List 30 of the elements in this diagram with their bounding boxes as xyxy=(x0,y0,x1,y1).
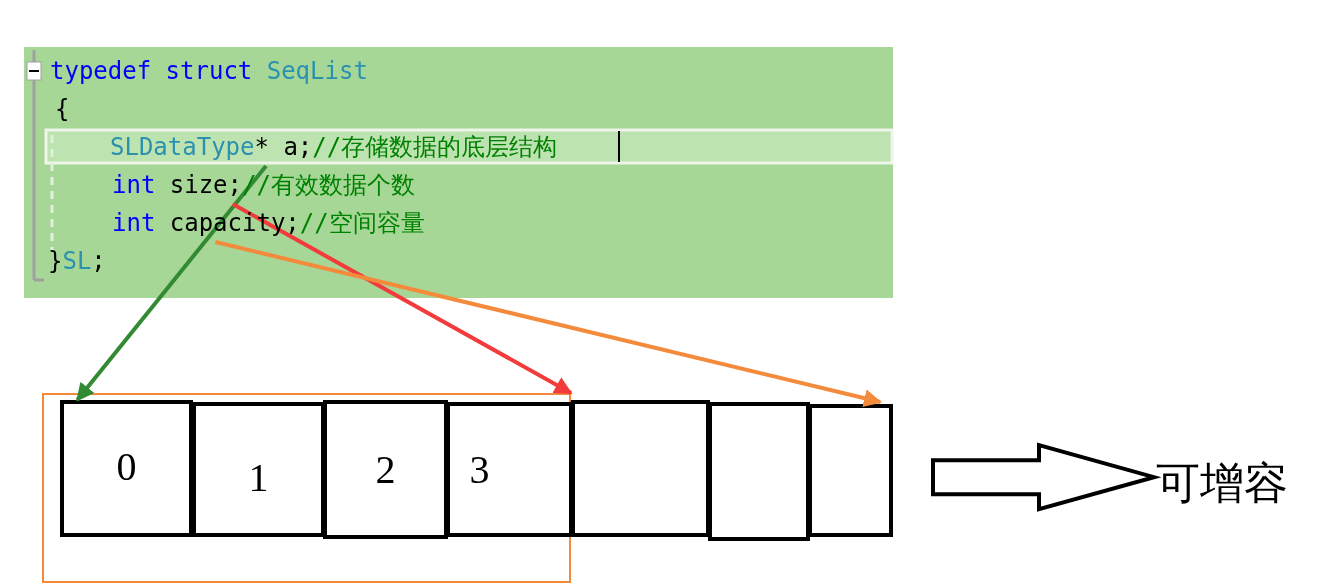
block-arrow xyxy=(931,442,1162,512)
array-cell xyxy=(446,402,573,537)
code-text: int xyxy=(112,208,156,239)
array-cell xyxy=(323,400,448,539)
arrow xyxy=(75,164,268,402)
index-number: 2 xyxy=(375,446,396,493)
code-text: { xyxy=(55,94,70,125)
index-number: 1 xyxy=(248,454,269,501)
array-cell xyxy=(192,402,325,537)
arrow xyxy=(231,202,573,395)
array-cell xyxy=(708,402,810,541)
array-cell xyxy=(60,400,193,537)
code-text: //空间容量 xyxy=(299,208,425,239)
array-cell xyxy=(808,404,893,537)
code-text: SLDataType xyxy=(110,132,255,163)
code-text: typedef struct xyxy=(50,56,253,87)
code-text: } xyxy=(48,246,63,277)
arrow xyxy=(215,240,882,407)
expandable-label: 可增容 xyxy=(1156,456,1288,510)
highlight-frame xyxy=(42,393,571,583)
index-number: 0 xyxy=(116,443,137,490)
code-text: ; xyxy=(91,246,106,277)
code-text: int xyxy=(112,170,156,201)
code-text: * a; xyxy=(254,132,313,163)
array-cell xyxy=(571,400,710,537)
code-text: SeqList xyxy=(266,56,368,87)
index-number: 3 xyxy=(469,446,490,493)
code-text: SL xyxy=(62,246,92,277)
code-text: //存储数据的底层结构 xyxy=(312,132,558,163)
code-text: size; xyxy=(169,170,242,201)
